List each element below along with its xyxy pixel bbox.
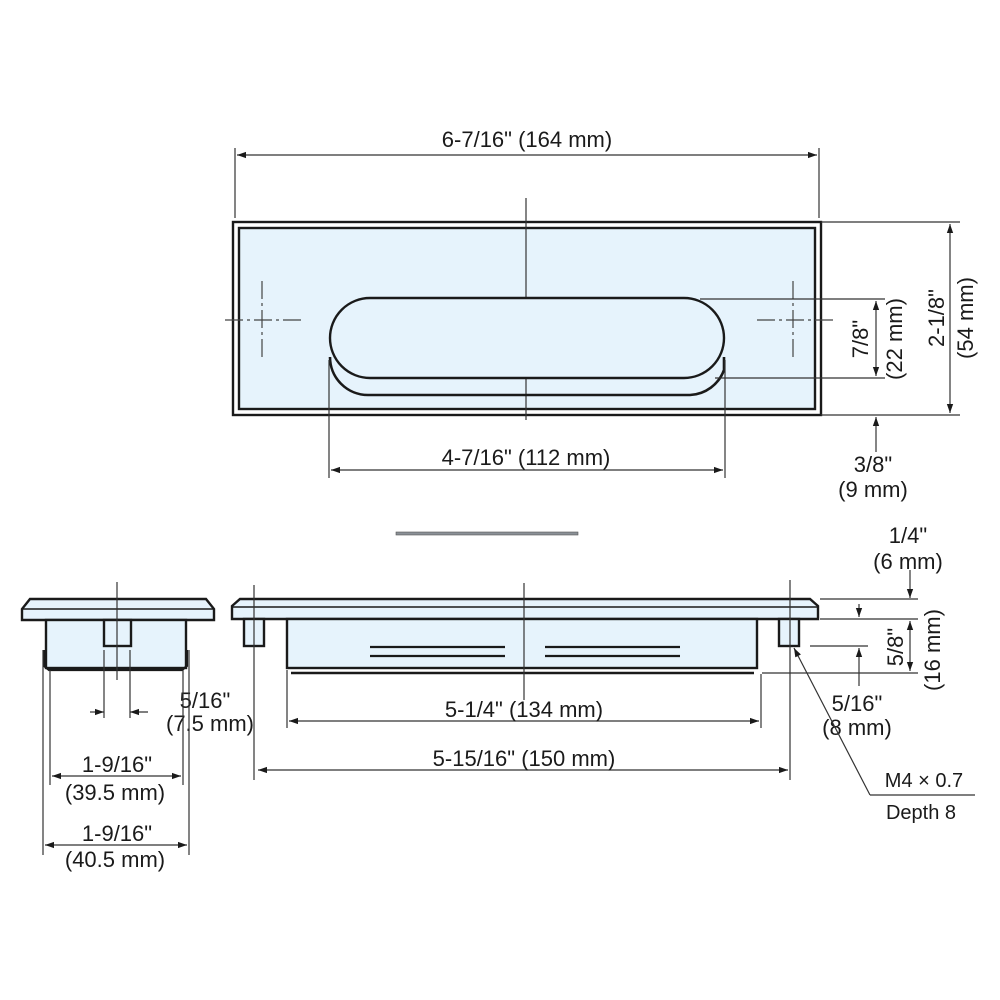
boss-depth-mm-label: (8 mm) xyxy=(822,715,892,740)
overall-height-mm-label: (54 mm) xyxy=(953,277,978,359)
boss-width-mm-label: (7.5 mm) xyxy=(166,711,254,736)
overall-width-label: 6-7/16" (164 mm) xyxy=(442,127,612,152)
overall-end-width-mm-label: (40.5 mm) xyxy=(65,847,165,872)
body-length-label: 5-1/4" (134 mm) xyxy=(445,697,603,722)
overall-end-width-inch-label: 1-9/16" xyxy=(82,821,152,846)
total-depth-mm-label: (16 mm) xyxy=(920,609,945,691)
recess-width-label: 4-7/16" (112 mm) xyxy=(442,445,611,470)
flange-thickness-inch-label: 1/4" xyxy=(889,523,927,548)
thread-spec-label: M4 × 0.7 xyxy=(885,770,963,792)
side-view-flange xyxy=(230,597,820,621)
view-separator xyxy=(395,531,579,536)
flange-thickness-mm-label: (6 mm) xyxy=(873,549,943,574)
grip-lines xyxy=(370,645,680,658)
body-width-mm-label: (39.5 mm) xyxy=(65,780,165,805)
body-width-inch-label: 1-9/16" xyxy=(82,752,152,777)
boss-depth-inch-label: 5/16" xyxy=(832,691,883,716)
recess-pocket xyxy=(328,296,726,380)
thread-depth-label: Depth 8 xyxy=(886,802,956,824)
boss-width-inch-label: 5/16" xyxy=(180,688,231,713)
mounting-hole-mark-right xyxy=(757,281,833,358)
recess-offset-inch-label: 3/8" xyxy=(854,452,892,477)
thread-leader-line xyxy=(793,647,871,796)
recess-lower-edge xyxy=(328,356,726,397)
side-view-body xyxy=(285,617,759,670)
recess-offset-mm-label: (9 mm) xyxy=(838,477,908,502)
boss-spacing-label: 5-15/16" (150 mm) xyxy=(433,746,616,771)
recess-height-inch-label: 7/8" xyxy=(848,320,873,358)
side-view: 5-1/4" (134 mm) 5-15/16" (150 mm) 1/4" (… xyxy=(230,523,975,824)
total-depth-inch-label: 5/8" xyxy=(883,628,908,666)
mounting-hole-mark-left xyxy=(225,281,301,358)
top-view: 6-7/16" (164 mm) 4-7/16" (112 mm) xyxy=(225,127,978,502)
overall-height-inch-label: 2-1/8" xyxy=(924,289,949,347)
end-view: 5/16" (7.5 mm) 1-9/16" (39.5 mm) 1-9/16"… xyxy=(20,582,254,872)
boss-right xyxy=(777,617,801,648)
recess-height-mm-label: (22 mm) xyxy=(882,298,907,380)
